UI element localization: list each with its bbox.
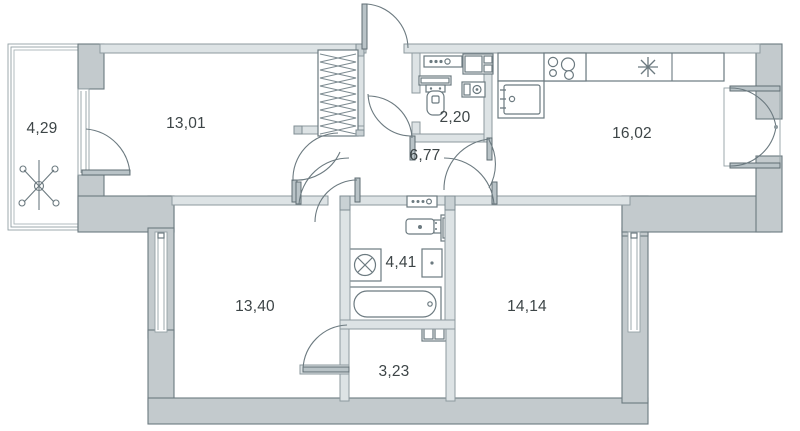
terrace-double-door[interactable] — [723, 85, 781, 169]
interior-wall — [293, 125, 303, 135]
room-label-kitchen-living: 16,02 — [612, 125, 652, 142]
cooktop-icon — [543, 52, 587, 82]
room-label-hallway: 6,77 — [410, 147, 441, 164]
wardrobe-icon — [317, 49, 359, 137]
washbasin-icon — [405, 218, 442, 235]
exterior-wall — [77, 195, 175, 233]
kitchen-counter — [497, 52, 725, 119]
interior-wall — [339, 195, 631, 206]
drying-rack-icon — [18, 160, 60, 210]
room-label-living-room: 13,01 — [166, 115, 206, 132]
washing-machine-icon — [348, 248, 382, 282]
exterior-wall — [755, 43, 783, 120]
towel-rail-icon — [406, 195, 438, 208]
kitchen-door[interactable] — [443, 137, 496, 191]
ventilation-icon — [638, 57, 658, 77]
living-room-door[interactable] — [291, 132, 341, 203]
wc-door[interactable] — [367, 93, 416, 161]
room-label-bathroom: 4,41 — [386, 254, 417, 271]
balcony-door[interactable] — [81, 128, 131, 176]
room-label-balcony: 4,29 — [27, 120, 58, 137]
closet-door[interactable] — [302, 324, 350, 373]
room-label-closet: 3,23 — [379, 363, 410, 380]
kitchen-sink-icon — [497, 80, 545, 119]
wc-fixtures — [418, 53, 494, 116]
door-jamb — [355, 129, 365, 137]
exterior-wall — [621, 195, 771, 233]
entrance-door[interactable] — [361, 3, 409, 50]
exterior-wall — [147, 397, 649, 425]
room-label-bathroom-wc: 2,20 — [440, 109, 471, 126]
room-label-bedroom-right: 14,14 — [507, 298, 547, 315]
window-bedroom-left[interactable] — [154, 231, 168, 333]
bathroom-door[interactable] — [314, 177, 361, 223]
room-label-bedroom-left: 13,40 — [235, 298, 275, 315]
window-bedroom-right[interactable] — [627, 231, 641, 333]
bathtub-icon — [348, 286, 442, 322]
cabinet-icon — [421, 248, 443, 278]
interior-wall — [403, 43, 761, 54]
interior-wall — [411, 52, 421, 94]
bedroom-left-door[interactable] — [295, 157, 350, 205]
exterior-wall — [755, 155, 783, 233]
bathroom-walls — [339, 195, 456, 330]
interior-wall — [171, 195, 329, 206]
window-balcony-door[interactable] — [77, 88, 90, 176]
bedroom-right-door[interactable] — [443, 157, 498, 205]
